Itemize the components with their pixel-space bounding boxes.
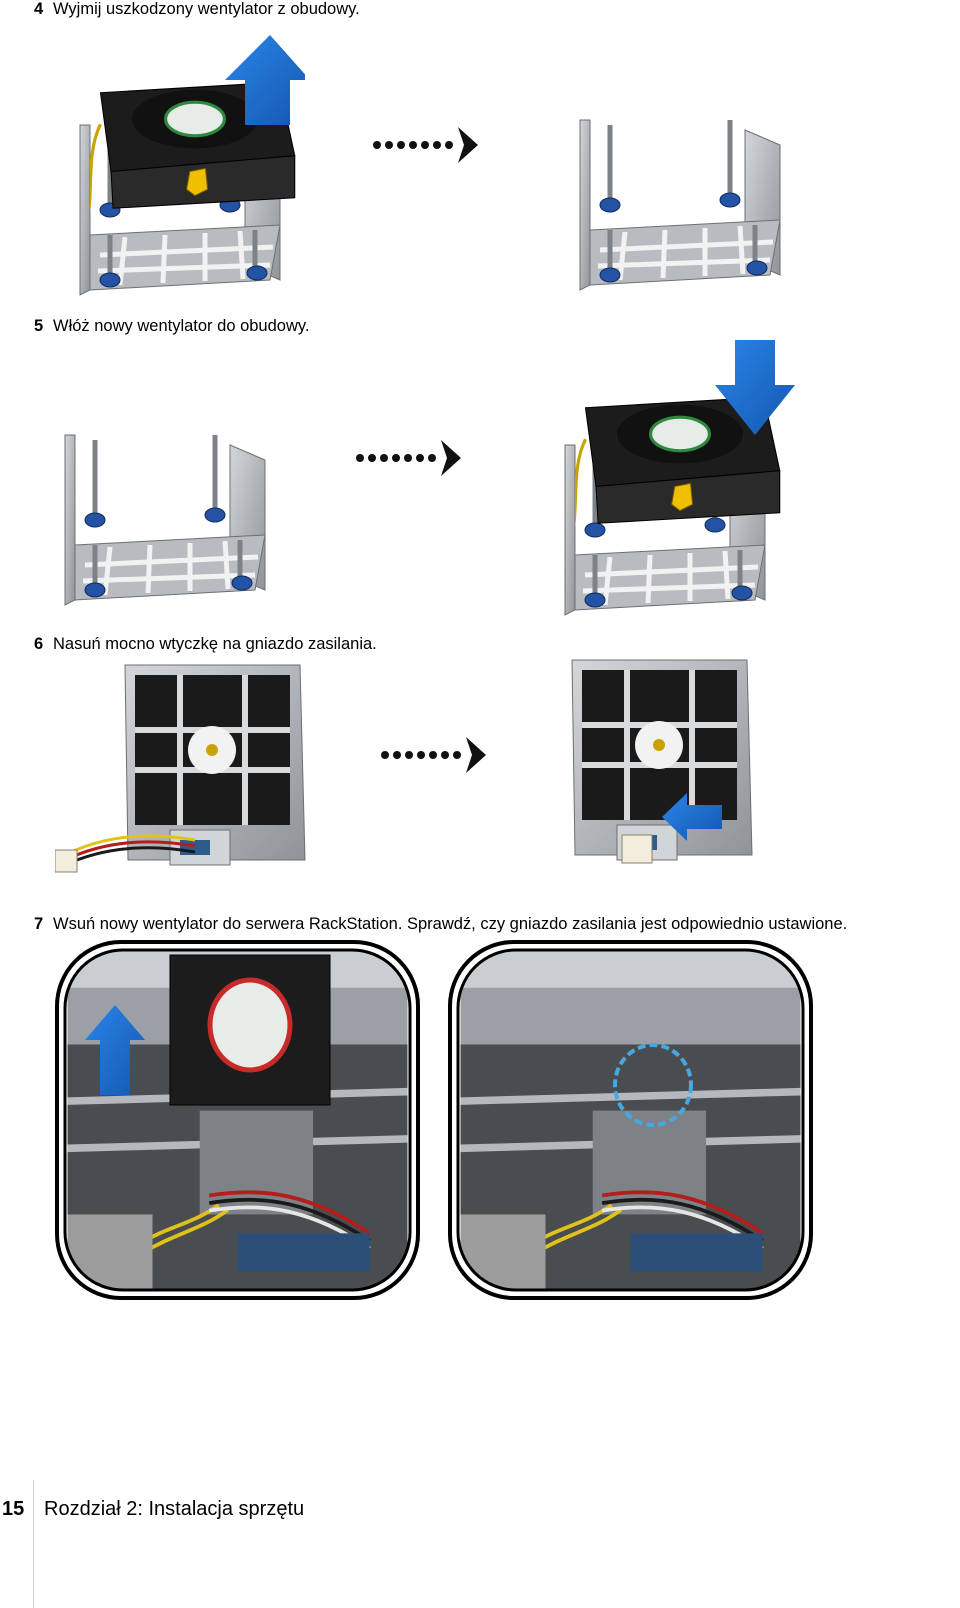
footer-divider [33, 1480, 34, 1608]
step-number: 4 [34, 0, 44, 18]
arrow-right-dotted [356, 440, 461, 476]
step-4: 4 Wyjmij uszkodzony wentylator z obudowy. [34, 0, 360, 19]
fan-connector-unplugged-illustration [55, 660, 315, 873]
step-number: 7 [34, 915, 44, 933]
step-7: 7 Wsuń nowy wentylator do serwera RackSta… [34, 915, 847, 934]
fan-connector-plugged-illustration [562, 655, 762, 864]
arrow-right-dotted [381, 737, 486, 773]
empty-fan-cage-illustration [565, 110, 800, 310]
arrow-right-dotted [373, 127, 478, 163]
step-text: Wyjmij uszkodzony wentylator z obudowy. [53, 0, 360, 18]
server-fan-insert-photo [55, 940, 420, 1300]
empty-fan-cage-illustration [50, 425, 285, 625]
fan-cage-with-old-fan-illustration [55, 35, 305, 305]
step-5: 5 Włóż nowy wentylator do obudowy. [34, 317, 309, 336]
page-number: 15 [2, 1498, 25, 1520]
step-number: 6 [34, 635, 44, 653]
step-number: 5 [34, 317, 44, 335]
step-text: Wsuń nowy wentylator do serwera RackStat… [53, 915, 848, 933]
step-text: Nasuń mocno wtyczkę na gniazdo zasilania… [53, 635, 377, 653]
step-text: Włóż nowy wentylator do obudowy. [53, 317, 310, 335]
chapter-title: Rozdział 2: Instalacja sprzętu [44, 1498, 305, 1520]
server-fan-installed-photo [448, 940, 813, 1300]
step-6: 6 Nasuń mocno wtyczkę na gniazdo zasilani… [34, 635, 377, 654]
fan-insert-illustration [540, 340, 795, 625]
